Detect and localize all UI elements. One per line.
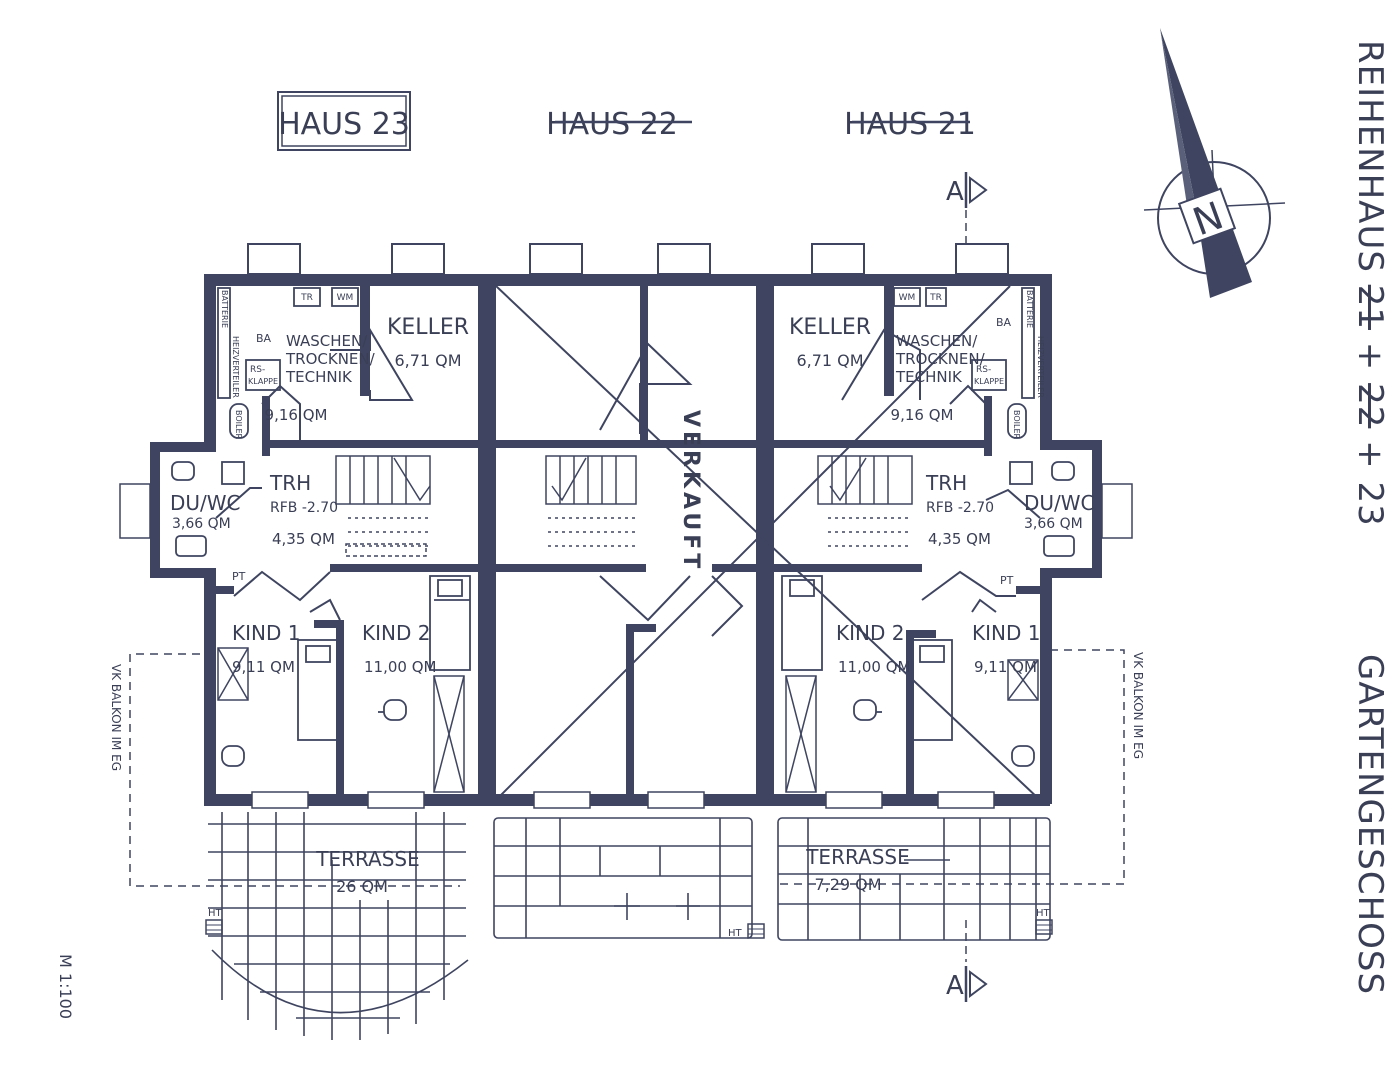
room-trh-left: TRH bbox=[269, 471, 311, 495]
title-struck-22: 22 bbox=[1350, 383, 1390, 429]
boiler-label-right: BOILER bbox=[1012, 410, 1021, 440]
north-arrow: N bbox=[1143, 28, 1286, 298]
rfb-right: RFB -2.70 bbox=[926, 500, 994, 516]
heizverteiler-label-right: HEIZVERTEILER bbox=[1036, 336, 1045, 398]
section-label-bottom: A bbox=[946, 971, 964, 1001]
room-waschen-left-2: TROCKNEN/ bbox=[285, 350, 376, 368]
middle-unit-labels: VERKAUFT bbox=[678, 410, 703, 572]
area-waschen-left: 9,16 QM bbox=[265, 406, 328, 424]
room-keller-right: KELLER bbox=[789, 315, 871, 340]
haus-23-header: HAUS 23 bbox=[277, 91, 411, 151]
room-kind1-right: KIND 1 bbox=[972, 621, 1040, 645]
area-trh-right: 4,35 QM bbox=[928, 530, 991, 548]
room-trh-right: TRH bbox=[925, 471, 967, 495]
pt-label-left: PT bbox=[232, 570, 246, 583]
rs-label-left-2: KLAPPE bbox=[248, 377, 278, 386]
room-duwc-left: DU/WC bbox=[170, 491, 241, 515]
wm-label-left: WM bbox=[337, 293, 354, 303]
room-waschen-right-3: TECHNIK bbox=[895, 368, 963, 386]
tr-label-right: TR bbox=[929, 293, 942, 303]
rfb-left: RFB -2.70 bbox=[270, 500, 338, 516]
windows-bottom bbox=[119, 483, 1133, 809]
staircases bbox=[335, 455, 913, 547]
verkauft-label: VERKAUFT bbox=[678, 410, 703, 572]
boiler-label-left: BOILER bbox=[234, 410, 243, 440]
room-kind1-left: KIND 1 bbox=[232, 621, 300, 645]
balkon-label-right: VK BALKON IM EG bbox=[1131, 652, 1145, 759]
terrace-left-grid bbox=[208, 812, 469, 1040]
tr-label-left: TR bbox=[300, 293, 313, 303]
haus-21-label: HAUS 21 bbox=[844, 107, 976, 142]
terrace-middle-grid bbox=[493, 817, 753, 939]
area-waschen-right: 9,16 QM bbox=[891, 406, 954, 424]
haus-21-header: HAUS 21 bbox=[844, 107, 976, 142]
batterie-label-right: BATTERIE bbox=[1025, 290, 1034, 328]
room-kind2-right: KIND 2 bbox=[836, 621, 904, 645]
title-suffix: + 23 bbox=[1350, 428, 1390, 527]
area-kind2-left: 11,00 QM bbox=[364, 658, 436, 676]
reihenhaus-title: REIHENHAUS 21 + 22 + 23 bbox=[1350, 40, 1390, 527]
light-wells-top bbox=[247, 243, 1009, 275]
area-keller-right: 6,71 QM bbox=[796, 351, 863, 370]
area-keller-left: 6,71 QM bbox=[394, 351, 461, 370]
ht-label-right: HT bbox=[1036, 908, 1051, 919]
area-duwc-right: 3,66 QM bbox=[1024, 516, 1083, 532]
haus-22-label: HAUS 22 bbox=[546, 107, 678, 142]
haus-22-header: HAUS 22 bbox=[546, 107, 692, 142]
rs-label-right-1: RS- bbox=[976, 365, 991, 375]
left-unit-labels: KELLER 6,71 QM WASCHEN/ TROCKNEN/ TECHNI… bbox=[109, 290, 469, 919]
area-kind1-left: 9,11 QM bbox=[232, 658, 295, 676]
batterie-label-left: BATTERIE bbox=[220, 290, 229, 328]
room-keller-left: KELLER bbox=[387, 315, 469, 340]
area-duwc-left: 3,66 QM bbox=[172, 516, 231, 532]
terrace-right-grid bbox=[777, 817, 1051, 941]
heizverteiler-label-left: HEIZVERTEILER bbox=[231, 336, 240, 398]
room-terrasse-left: TERRASSE bbox=[315, 847, 420, 871]
room-waschen-right-2: TROCKNEN/ bbox=[895, 350, 986, 368]
closets bbox=[217, 543, 1039, 793]
furniture bbox=[171, 287, 1075, 767]
right-unit-labels: KELLER 6,71 QM WASCHEN/ TROCKNEN/ TECHNI… bbox=[728, 290, 1145, 939]
haus-23-label: HAUS 23 bbox=[278, 107, 410, 142]
area-kind1-right: 9,11 QM bbox=[974, 658, 1037, 676]
room-waschen-right-1: WASCHEN/ bbox=[896, 332, 978, 350]
rs-label-left-1: RS- bbox=[250, 365, 265, 375]
gartengeschoss-title: GARTENGESCHOSS bbox=[1350, 654, 1390, 996]
pt-label-right: PT bbox=[1000, 574, 1014, 587]
scale-label: M 1:100 bbox=[56, 954, 75, 1019]
room-waschen-left-3: TECHNIK bbox=[285, 368, 353, 386]
title-plus: + bbox=[1350, 329, 1390, 384]
room-duwc-right: DU/WC bbox=[1024, 491, 1095, 515]
area-terrasse-right: 7,29 QM bbox=[814, 875, 881, 894]
ba-label-right: BA bbox=[996, 316, 1012, 329]
title-prefix: REIHENHAUS bbox=[1350, 40, 1390, 285]
section-marker-top: A bbox=[946, 172, 988, 248]
ht-markers bbox=[205, 919, 1053, 939]
ba-label-left: BA bbox=[256, 332, 272, 345]
area-kind2-right: 11,00 QM bbox=[838, 658, 910, 676]
balkon-label-left: VK BALKON IM EG bbox=[109, 664, 123, 771]
room-kind2-left: KIND 2 bbox=[362, 621, 430, 645]
verkauft-cross bbox=[495, 285, 1041, 801]
ht-label-middle: HT bbox=[728, 928, 743, 939]
section-marker-bottom: A bbox=[946, 920, 988, 1002]
room-waschen-left-1: WASCHEN/ bbox=[286, 332, 368, 350]
wm-label-right: WM bbox=[899, 293, 916, 303]
rs-label-right-2: KLAPPE bbox=[974, 377, 1004, 386]
section-label-top: A bbox=[946, 177, 964, 207]
balcony-outlines bbox=[129, 649, 1125, 887]
room-terrasse-right: TERRASSE bbox=[805, 845, 910, 869]
title-struck-21: 21 bbox=[1350, 284, 1390, 330]
interior-walls bbox=[204, 286, 1046, 794]
ht-label-left: HT bbox=[208, 908, 223, 919]
area-trh-left: 4,35 QM bbox=[272, 530, 335, 548]
area-terrasse-left: 26 QM bbox=[336, 877, 388, 896]
corridor-arrows bbox=[215, 326, 1041, 637]
